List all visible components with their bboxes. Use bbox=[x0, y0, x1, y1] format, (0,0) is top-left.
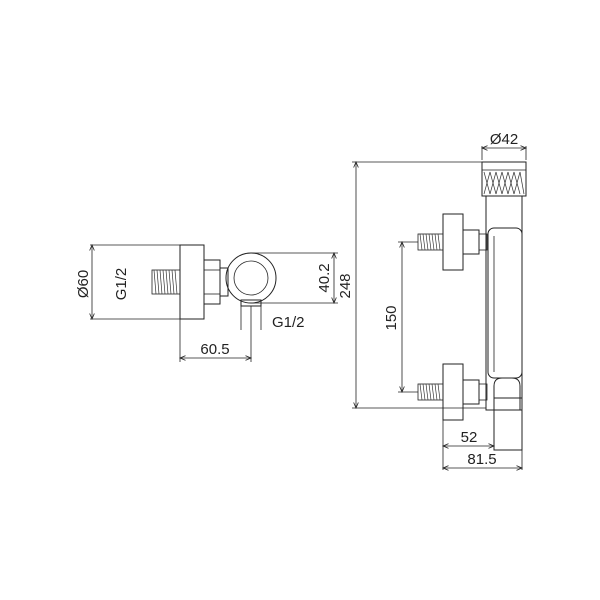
left-depth-label: 40.2 bbox=[316, 263, 333, 292]
right-spacing-label: 150 bbox=[383, 305, 400, 330]
right-top-diameter-label: Ø42 bbox=[490, 131, 518, 148]
left-thread-inlet bbox=[151, 269, 181, 295]
slider-holder bbox=[493, 377, 521, 410]
left-bottom-thread-label: G1/2 bbox=[272, 314, 305, 331]
left-view: Ø60 G1/2 40.2 G1/2 60.5 bbox=[75, 245, 338, 362]
left-nut bbox=[203, 259, 221, 305]
bottom-connection bbox=[417, 363, 488, 421]
left-thread-label: G1/2 bbox=[113, 268, 130, 301]
right-total-height-label: 248 bbox=[337, 273, 354, 298]
top-connection bbox=[417, 213, 488, 271]
left-ball-elbow bbox=[225, 252, 277, 304]
rail-bar bbox=[487, 227, 523, 379]
wall-flange bbox=[179, 244, 205, 320]
left-length-label: 60.5 bbox=[200, 341, 229, 358]
right-inner-width-label: 52 bbox=[461, 429, 478, 446]
left-diameter-label: Ø60 bbox=[75, 270, 92, 298]
knurl-pattern bbox=[483, 171, 525, 195]
right-view: Ø42 bbox=[337, 131, 526, 470]
right-total-width-label: 81.5 bbox=[467, 451, 496, 468]
